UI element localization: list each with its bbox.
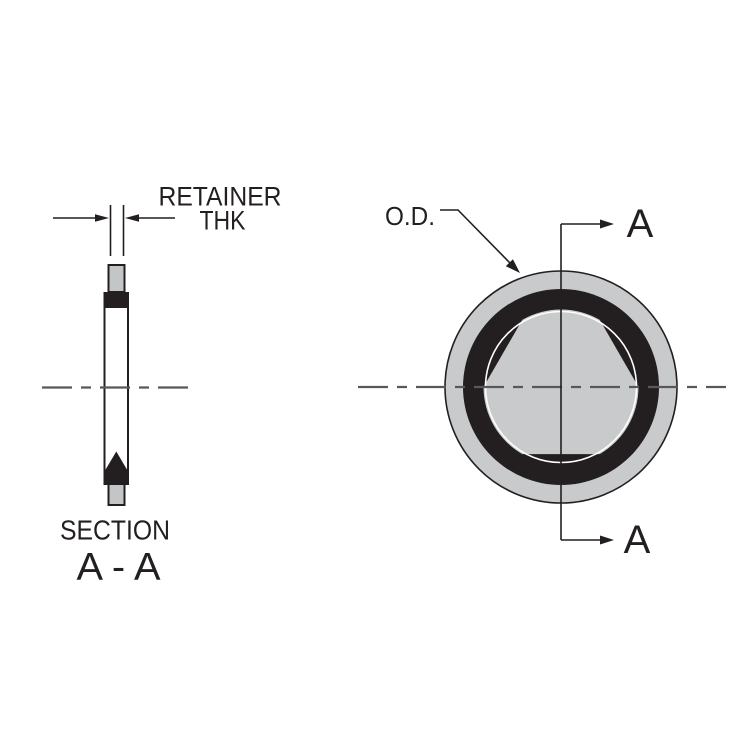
od-leader-line — [440, 209, 511, 264]
retainer-thk-label-line2: THK — [200, 206, 246, 236]
section-caption: SECTION — [60, 515, 170, 546]
od-label: O.D. — [385, 201, 435, 231]
od-leader-arrow-icon — [505, 259, 520, 273]
dim-arrow-right-icon — [125, 214, 139, 222]
plan-view: A A O.D. — [358, 201, 726, 562]
section-view: RETAINER THK SECTION A - A — [42, 182, 282, 589]
cut-label-top: A — [627, 202, 654, 246]
section-name: A - A — [77, 546, 161, 589]
cut-arrow-top-icon — [600, 219, 614, 229]
top-rubber-tab — [107, 264, 126, 293]
cut-arrow-bottom-icon — [600, 535, 614, 545]
bottom-rubber-bead — [103, 451, 129, 485]
dim-arrow-left-icon — [95, 214, 109, 222]
retainer-thk-label-line1: RETAINER — [159, 182, 282, 212]
cut-label-bottom: A — [624, 518, 651, 562]
top-rubber-band — [103, 292, 129, 308]
bottom-rubber-tab — [107, 483, 126, 506]
